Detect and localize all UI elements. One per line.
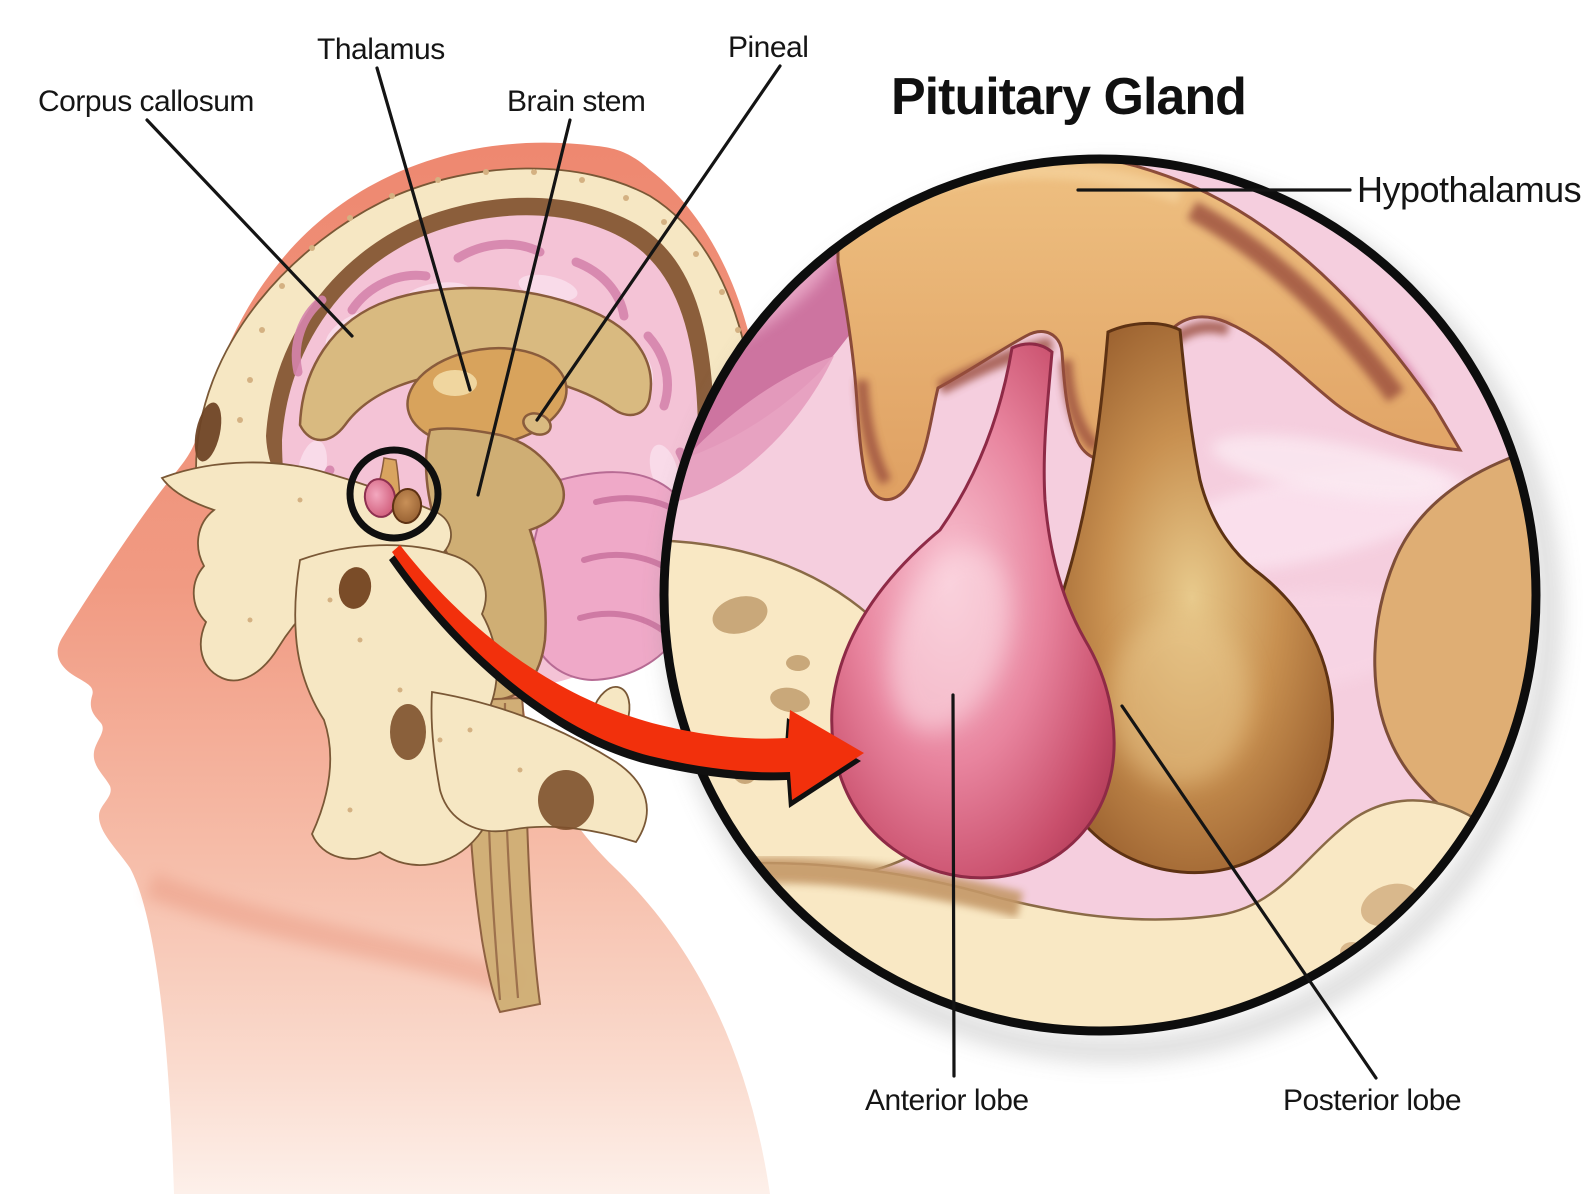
zoom-arrow-red	[392, 545, 864, 800]
leader-lines	[145, 64, 1378, 1080]
pituitary-mini-anterior	[363, 478, 397, 518]
figure-title: Pituitary Gland	[891, 68, 1246, 126]
label-thalamus: Thalamus	[317, 33, 445, 66]
magnifier-contents	[668, 163, 1532, 1027]
frontal-sinus	[194, 402, 222, 462]
label-hypothalamus: Hypothalamus	[1357, 169, 1581, 210]
pineal-leader-line	[535, 64, 782, 422]
label-pineal: Pineal	[728, 31, 808, 64]
label-posterior-lobe: Posterior lobe	[1283, 1084, 1461, 1117]
temporal-hole	[390, 704, 426, 760]
corpus-callosum-leader-line	[145, 118, 354, 338]
magnifier-circle	[659, 154, 1541, 1036]
pituitary-mini	[363, 457, 423, 524]
head-cross-section	[57, 142, 771, 1194]
label-anterior-lobe: Anterior lobe	[865, 1084, 1029, 1117]
label-brain-stem: Brain stem	[507, 85, 645, 118]
sphenoid-sinus	[338, 567, 372, 609]
thalamus-highlight	[433, 370, 477, 396]
pharynx-hole	[538, 770, 594, 830]
pituitary-mini-circle	[346, 446, 442, 542]
label-corpus-callosum: Corpus callosum	[38, 85, 254, 118]
pituitary-mini-posterior	[391, 488, 423, 524]
anterior-lobe-leader-line	[951, 693, 956, 1078]
zoom-arrow	[389, 545, 864, 808]
posterior-lobe-leader-line	[1120, 704, 1378, 1080]
thalamus-leader-line	[375, 66, 472, 392]
brain-stem-leader-line	[476, 118, 572, 497]
